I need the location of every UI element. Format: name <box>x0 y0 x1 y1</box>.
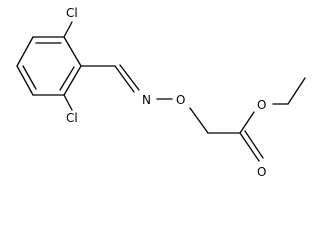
bond-c-o-carbonyl-double <box>239 130 264 162</box>
bond-c-cl-bottom <box>63 94 73 111</box>
bond-c-cl-top <box>63 21 73 38</box>
atom-label-cl-top: Cl <box>66 6 78 20</box>
bond-o-ch2 <box>189 107 209 134</box>
atom-label-o-ester: O <box>257 98 266 112</box>
benzene-ring <box>16 36 82 96</box>
bond-c-o-ester <box>239 111 255 134</box>
chemical-structure-diagram: Cl Cl N O O O <box>16 6 306 179</box>
bond-c-n-double <box>114 64 140 93</box>
atom-label-cl-bottom: Cl <box>66 111 78 125</box>
atom-label-n: N <box>142 93 151 107</box>
atom-label-o-carbonyl: O <box>257 165 266 179</box>
atom-label-o-ether: O <box>176 93 185 107</box>
bond-ethyl-ch2-ch3 <box>287 77 306 105</box>
